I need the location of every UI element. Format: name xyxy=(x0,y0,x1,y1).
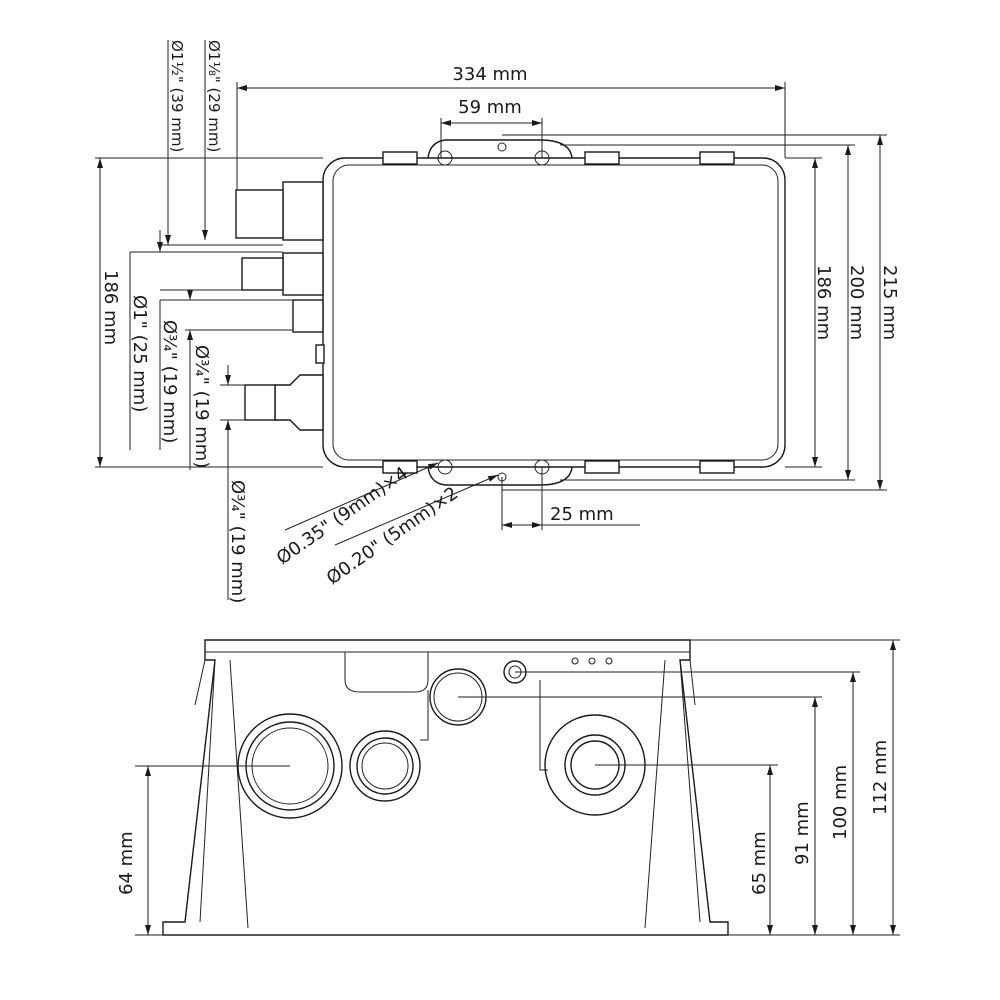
hole-9mm xyxy=(437,150,453,166)
outlet-19mm-label-2: Ø¾" (19 mm) xyxy=(191,345,212,468)
housing-lid xyxy=(332,164,779,461)
outlet-29mm-label: Ø1⅛" (29 mm) xyxy=(205,40,223,152)
dim-91-label: 91 mm xyxy=(792,801,813,865)
offset-label: 25 mm xyxy=(550,504,614,525)
outlet-39mm-label: Ø1½" (39 mm) xyxy=(168,40,186,152)
housing-side xyxy=(162,639,729,936)
hole-9mm xyxy=(437,459,453,475)
height-right-200-label: 200 mm xyxy=(846,265,867,340)
dim-64-label: 64 mm xyxy=(116,831,137,895)
top-view: 334 mm 59 mm 25 mm 186 mm 186 mm 200 mm … xyxy=(95,40,900,603)
dimension-lines xyxy=(95,40,887,600)
outlet-19mm-label-1: Ø¾" (19 mm) xyxy=(159,320,180,443)
outlets xyxy=(235,181,325,431)
dim-100-label: 100 mm xyxy=(830,765,851,840)
mount-lug-bottom xyxy=(427,466,573,486)
outlet-25mm-label: Ø1" (25 mm) xyxy=(129,295,150,412)
outlet-19mm-label-3: Ø¾" (19 mm) xyxy=(227,480,248,603)
side-view: 64 mm 65 mm 91 mm 100 mm 112 mm xyxy=(116,639,900,936)
hole-spacing-label: 59 mm xyxy=(458,97,522,118)
height-left-label: 186 mm xyxy=(100,270,121,345)
clips xyxy=(382,151,735,474)
housing-outline xyxy=(322,157,786,468)
mount-holes-5mm-label: Ø0.20" (5mm)×2 xyxy=(323,483,462,589)
height-right-215-label: 215 mm xyxy=(879,265,900,340)
width-label: 334 mm xyxy=(452,64,527,85)
height-right-186-label: 186 mm xyxy=(813,265,834,340)
mount-holes-9mm-label: Ø0.35" (9mm)×4 xyxy=(273,463,412,569)
mount-lug-top xyxy=(427,139,573,159)
dim-112-label: 112 mm xyxy=(870,740,891,815)
side-dimension-lines xyxy=(135,639,900,936)
ports xyxy=(237,657,646,819)
hole-5mm xyxy=(497,142,507,152)
dim-65-label: 65 mm xyxy=(749,831,770,895)
